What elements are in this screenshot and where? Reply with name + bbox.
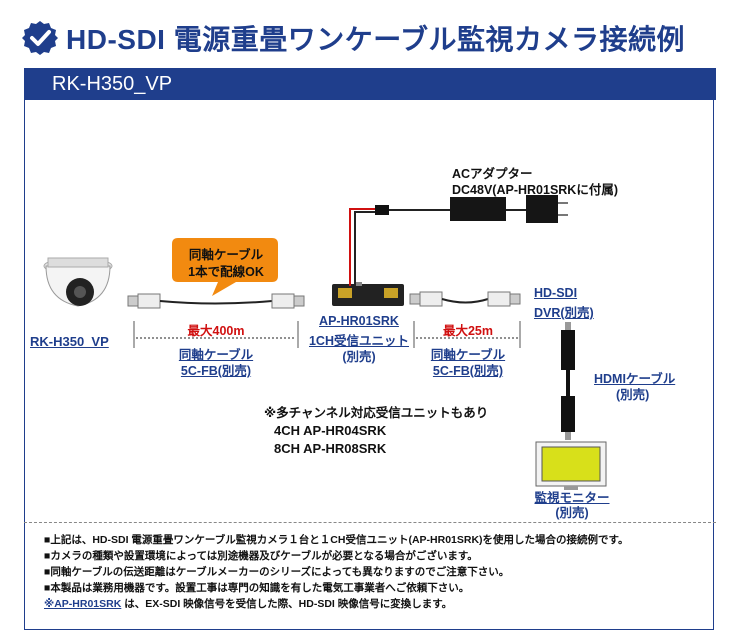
hdmi-cable-label[interactable]: HDMIケーブル [594, 372, 676, 386]
coax-cable-1 [127, 293, 305, 309]
note-1: ■上記は、HD-SDI 電源重畳ワンケーブル監視カメラ１台と１CH受信ユニット(… [44, 534, 629, 546]
note-5-text: は、EX-SDI 映像信号を受信した際、HD-SDI 映像信号に変換します。 [121, 598, 453, 610]
dvr-label[interactable]: HD-SDI [534, 286, 578, 300]
ac-adapter-icon [349, 195, 568, 286]
coax-cable-1-spec[interactable]: 5C-FB(別売) [180, 364, 252, 378]
page-title: HD-SDI 電源重畳ワンケーブル監視カメラ接続例 [66, 24, 686, 55]
callout-bubble [172, 238, 278, 296]
callout-line1: 同軸ケーブル [188, 248, 264, 262]
monitor-icon [535, 441, 607, 490]
distance-lines [133, 321, 521, 348]
distance-25m-label: 最大25m [442, 324, 494, 338]
monitor-label[interactable]: 監視モニター [534, 491, 610, 505]
receiver-sold-separately: (別売) [342, 350, 376, 364]
camera-label[interactable]: RK-H350_VP [30, 334, 109, 349]
note-5-link[interactable]: ※AP-HR01SRK [44, 598, 122, 610]
receiver-model-link[interactable]: AP-HR01SRK [319, 314, 399, 328]
diagram-frame [24, 100, 714, 630]
coax-cable-2 [409, 291, 521, 307]
header: HD-SDI 電源重畳ワンケーブル監視カメラ接続例 [0, 0, 730, 62]
receiver-unit-icon [332, 282, 404, 306]
adapter-spec: DC48V(AP-HR01SRKに付属) [452, 183, 618, 197]
receiver-desc[interactable]: 1CH受信ユニット [308, 334, 409, 348]
note-5: ※AP-HR01SRK は、EX-SDI 映像信号を受信した際、HD-SDI 映… [44, 596, 452, 611]
coax-cable-2-spec[interactable]: 5C-FB(別売) [432, 364, 504, 378]
adapter-label: ACアダプター [452, 167, 533, 181]
check-badge-icon [22, 21, 58, 55]
coax-cable-2-label[interactable]: 同軸ケーブル [430, 348, 506, 362]
note-2: ■カメラの種類や設置環境によっては別途機器及びケーブルが必要となる場合がございま… [44, 550, 478, 562]
dvr-sold-separately[interactable]: DVR(別売) [534, 306, 594, 320]
dome-camera-icon [43, 257, 113, 307]
hdmi-cable-icon [561, 322, 575, 440]
note-3: ■同軸ケーブルの伝送距離はケーブルメーカーのシリーズによっても異なりますのでご注… [44, 566, 510, 578]
coax-cable-1-label[interactable]: 同軸ケーブル [178, 348, 254, 362]
notes-divider [24, 522, 716, 523]
hdmi-sold-separately: (別売) [616, 388, 650, 402]
callout-line2: 1本で配線OK [188, 265, 264, 279]
note-4: ■本製品は業務用機器です。設置工事は専門の知識を有した電気工事業者へご依頼下さい… [44, 582, 470, 594]
multi-4ch-model: 4CH AP-HR04SRK [274, 423, 387, 438]
distance-400m-label: 最大400m [187, 324, 245, 338]
model-band [24, 68, 716, 100]
monitor-sold-separately: (別売) [555, 506, 589, 520]
multi-channel-note: ※多チャンネル対応受信ユニットもあり [264, 406, 489, 420]
model-name: RK-H350_VP [52, 73, 173, 95]
multi-8ch-model: 8CH AP-HR08SRK [274, 441, 387, 456]
